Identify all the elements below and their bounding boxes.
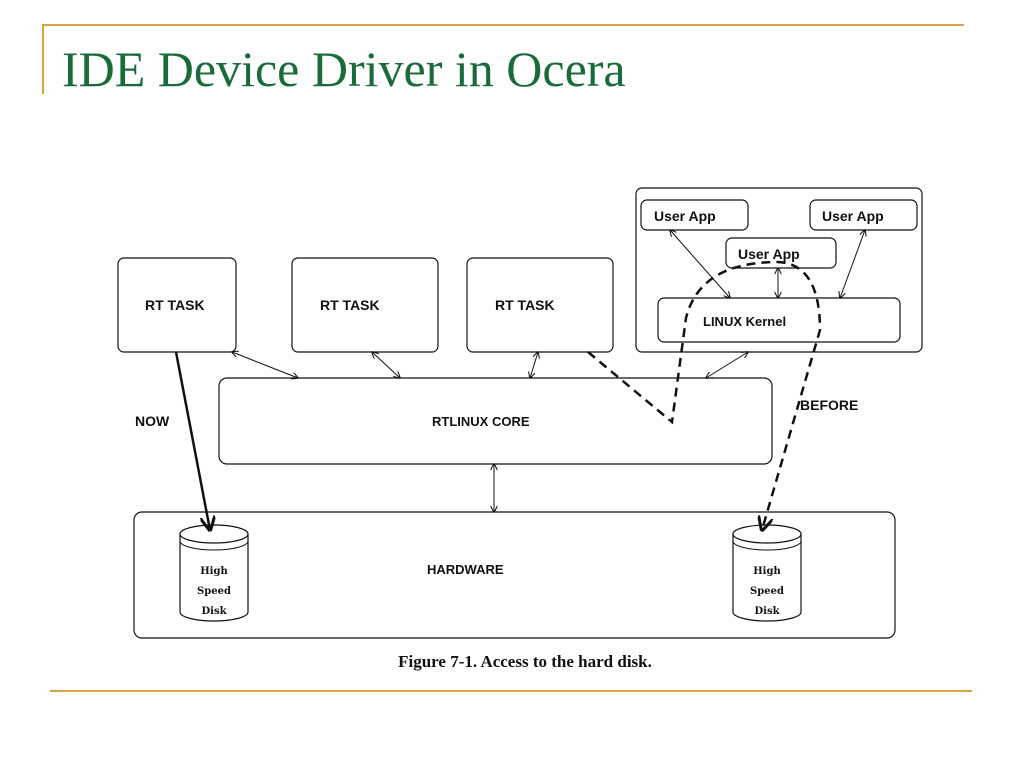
arrow-app2-kernel [840, 230, 865, 298]
arrow-task2-core [372, 352, 400, 378]
before-access-path [587, 260, 822, 530]
rt-task-3-label: RT TASK [495, 297, 555, 313]
disk-left: High Speed Disk [179, 524, 249, 622]
disk-left-line3: Disk [201, 606, 227, 617]
rt-task-1-label: RT TASK [145, 297, 205, 313]
before-label: BEFORE [800, 397, 858, 413]
rt-task-2-label: RT TASK [320, 297, 380, 313]
rtlinux-core-label: RTLINUX CORE [432, 414, 530, 429]
arrow-kernel-core [706, 352, 748, 378]
disk-right: High Speed Disk [732, 524, 802, 622]
rt-task-1: RT TASK [117, 257, 237, 353]
disk-right-line1: High [753, 566, 781, 577]
title-accent-bar [42, 24, 44, 94]
now-access-path [174, 351, 210, 530]
disk-right-line3: Disk [754, 606, 780, 617]
hardware-label: HARDWARE [427, 562, 504, 577]
user-app-3-label: User App [738, 246, 800, 262]
arrow-task3-core [530, 352, 538, 378]
hardware-box: HARDWARE [133, 511, 896, 639]
disk-right-line2: Speed [750, 586, 784, 597]
slide-title: IDE Device Driver in Ocera [62, 41, 626, 97]
user-app-1-label: User App [654, 208, 716, 224]
now-label: NOW [135, 413, 170, 429]
top-accent-line [42, 24, 964, 26]
rt-task-2: RT TASK [291, 257, 439, 353]
rtlinux-core: RTLINUX CORE [218, 377, 773, 465]
disk-left-line1: High [200, 566, 228, 577]
linux-kernel-label: LINUX Kernel [703, 314, 786, 329]
linux-region: User App User App User App LINUX Kernel [635, 187, 923, 353]
arrow-task1-core [232, 352, 298, 378]
arrow-app1-kernel [670, 230, 730, 298]
rt-task-3: RT TASK [466, 257, 614, 353]
disk-left-line2: Speed [197, 586, 231, 597]
user-app-2-label: User App [822, 208, 884, 224]
bottom-accent-line [50, 690, 972, 692]
figure-caption: Figure 7-1. Access to the hard disk. [398, 652, 652, 671]
